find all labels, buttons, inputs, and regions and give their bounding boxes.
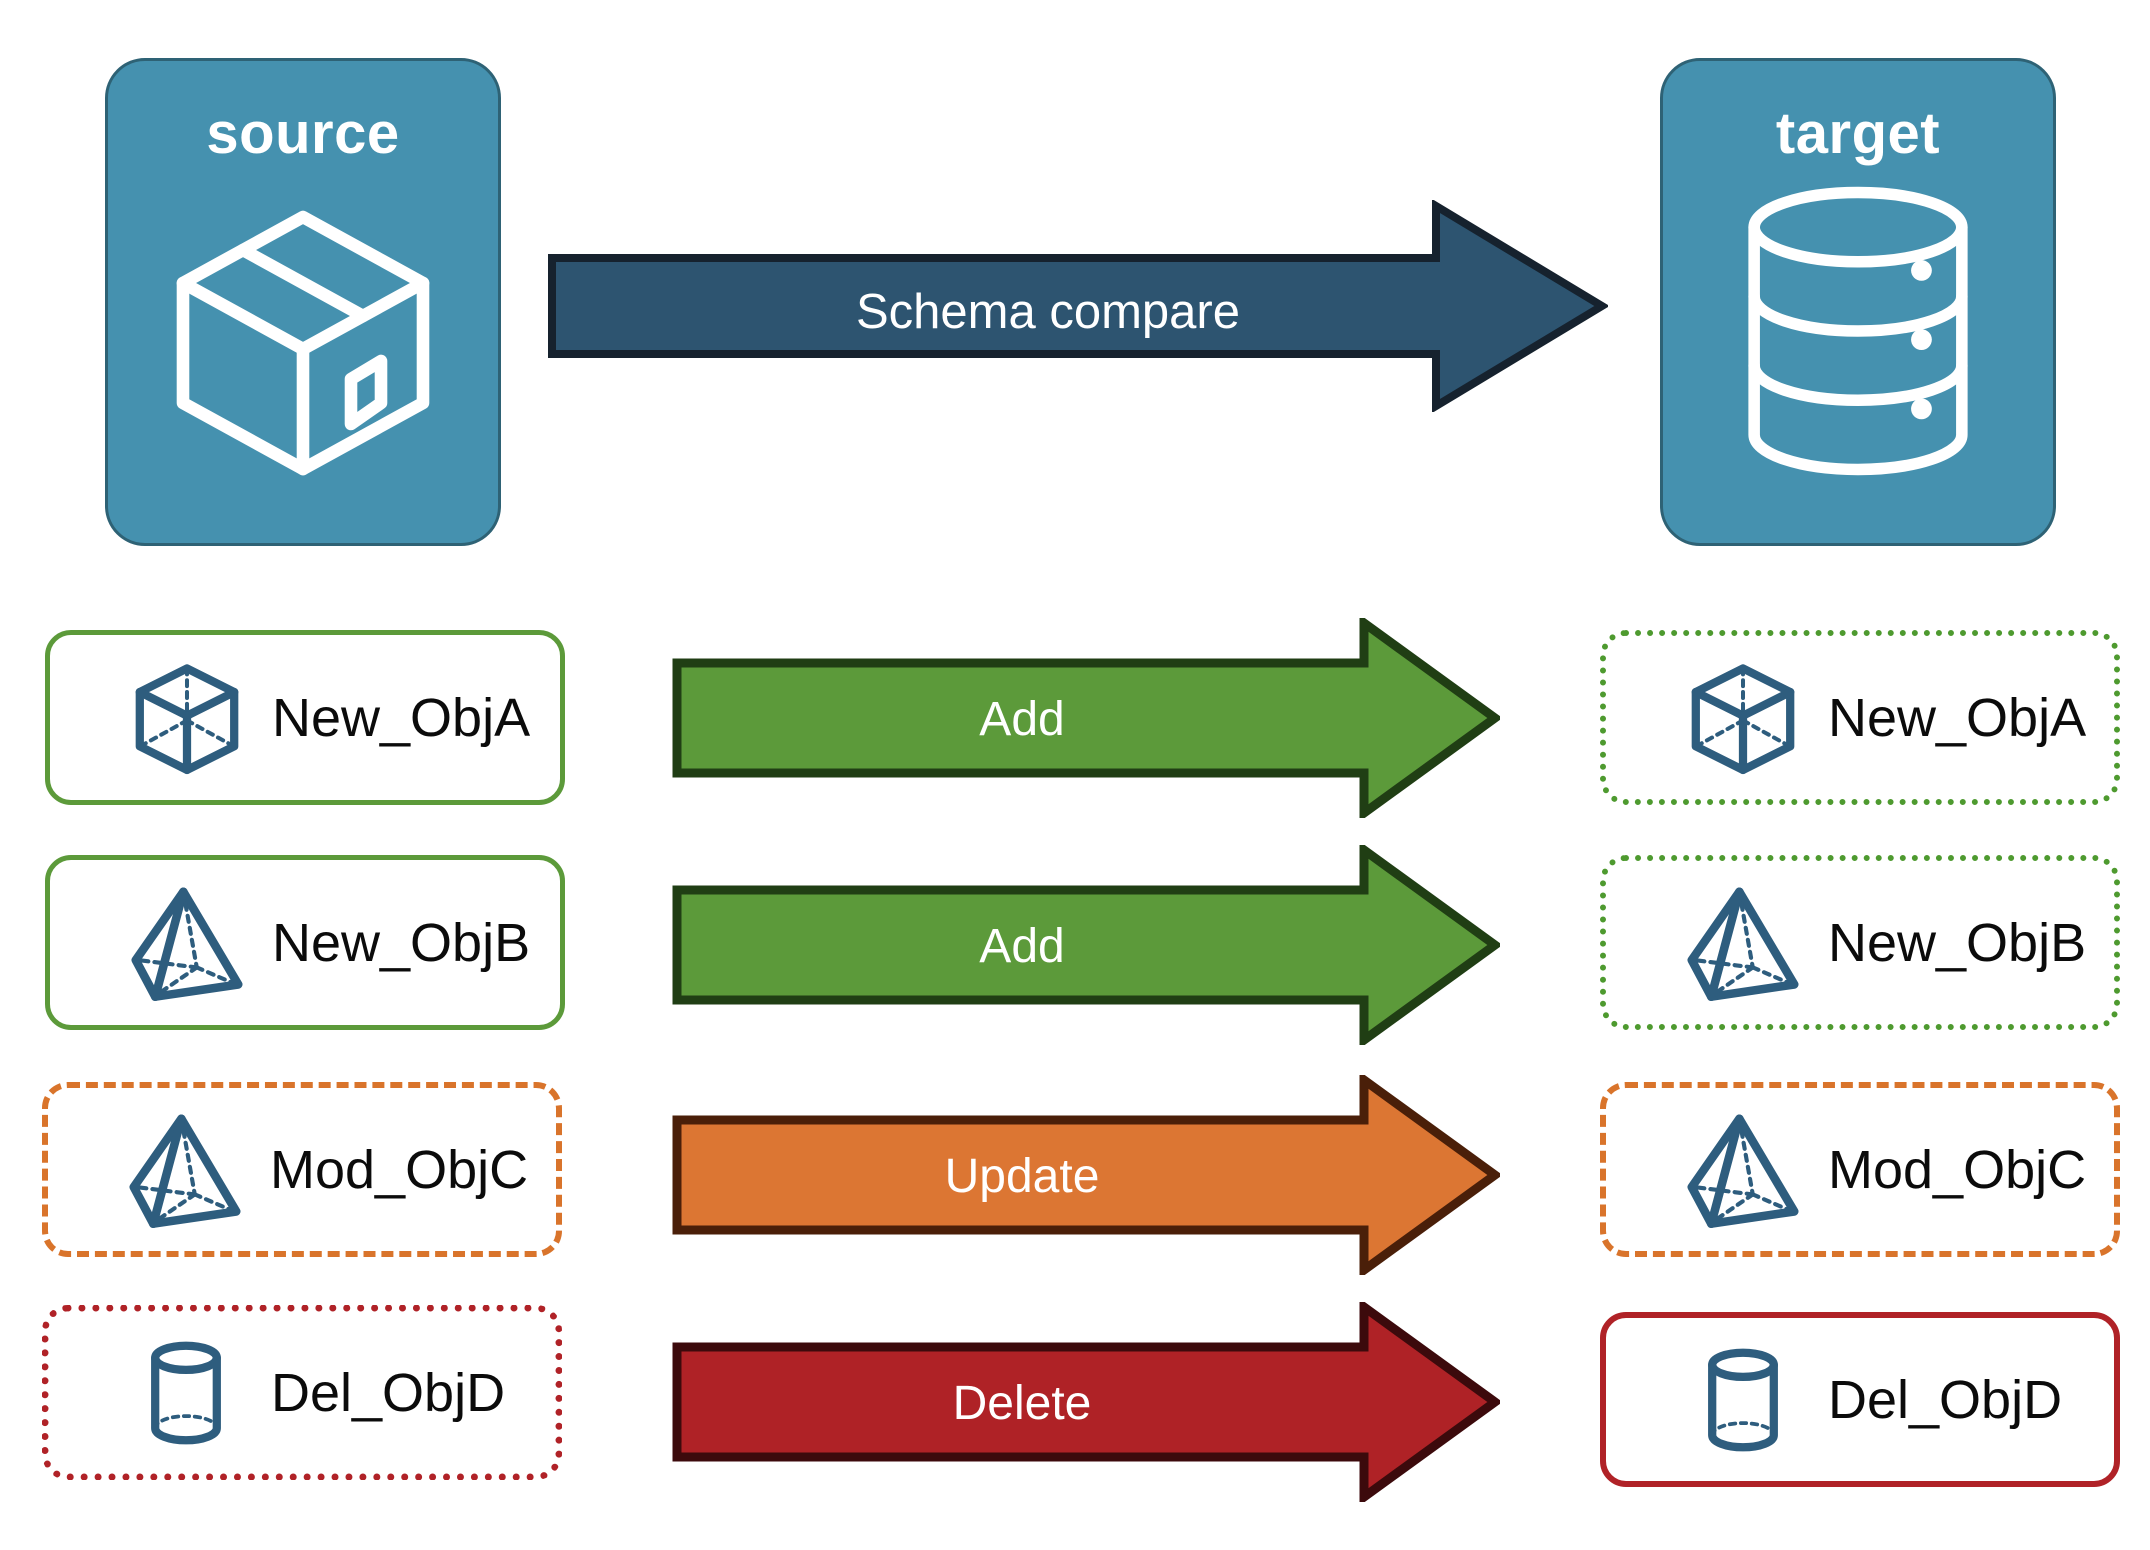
- target-endpoint-card[interactable]: target: [1660, 58, 2056, 546]
- source-object-label-2: Mod_ObjC: [270, 1139, 529, 1200]
- source-object-label-3: Del_ObjD: [271, 1362, 506, 1423]
- pyramid-icon: [1678, 878, 1808, 1008]
- target-object-label-3: Del_ObjD: [1828, 1369, 2063, 1430]
- cylinder-icon: [1678, 1335, 1808, 1465]
- source-endpoint-card[interactable]: source: [105, 58, 501, 546]
- row-arrow-add-0[interactable]: [672, 618, 1500, 818]
- pyramid-icon: [1678, 1105, 1808, 1235]
- target-title: target: [1775, 101, 1941, 166]
- target-object-card-0[interactable]: New_ObjA: [1600, 630, 2120, 805]
- source-object-label-0: New_ObjA: [272, 687, 531, 748]
- target-object-label-0: New_ObjA: [1828, 687, 2087, 748]
- row-arrow-add-1[interactable]: [672, 845, 1500, 1045]
- target-object-label-2: Mod_ObjC: [1828, 1139, 2087, 1200]
- source-object-card-0[interactable]: New_ObjA: [45, 630, 565, 805]
- pyramid-icon: [120, 1105, 250, 1235]
- cylinder-icon: [121, 1328, 251, 1458]
- package-box-icon: [108, 181, 498, 481]
- source-object-card-3[interactable]: Del_ObjD: [42, 1305, 562, 1480]
- cube-icon: [1678, 653, 1808, 783]
- target-object-card-2[interactable]: Mod_ObjC: [1600, 1082, 2120, 1257]
- schema-compare-arrow[interactable]: [548, 200, 1608, 412]
- target-object-card-1[interactable]: New_ObjB: [1600, 855, 2120, 1030]
- cube-icon: [122, 653, 252, 783]
- row-arrow-delete-3[interactable]: [672, 1302, 1500, 1502]
- pyramid-icon: [122, 878, 252, 1008]
- source-object-card-2[interactable]: Mod_ObjC: [42, 1082, 562, 1257]
- source-title: source: [206, 101, 400, 166]
- row-arrow-update-2[interactable]: [672, 1075, 1500, 1275]
- source-object-card-1[interactable]: New_ObjB: [45, 855, 565, 1030]
- database-cylinder-icon: [1663, 181, 2053, 481]
- source-object-label-1: New_ObjB: [272, 912, 531, 973]
- target-object-card-3[interactable]: Del_ObjD: [1600, 1312, 2120, 1487]
- target-object-label-1: New_ObjB: [1828, 912, 2087, 973]
